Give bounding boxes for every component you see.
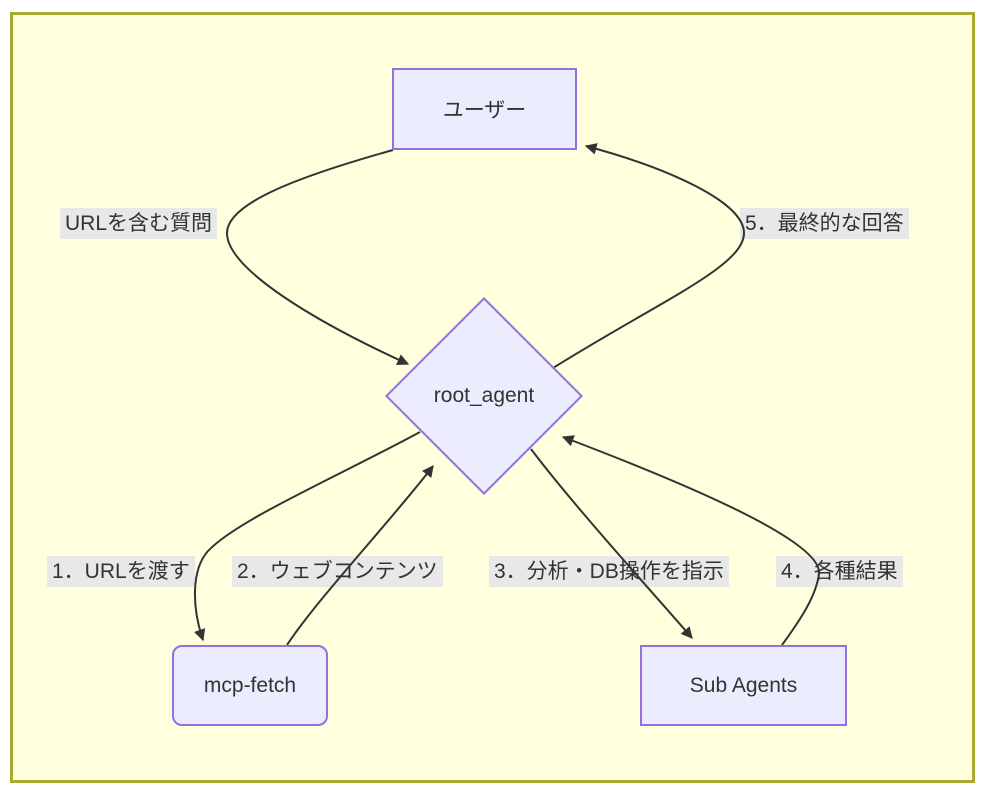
edge-label-1-pass-url: 1．URLを渡す <box>47 556 195 587</box>
edge-label-5-final-answer: 5．最終的な回答 <box>740 208 909 239</box>
node-sub-agents-label: Sub Agents <box>689 673 798 697</box>
edge-label-2-web-content: 2．ウェブコンテンツ <box>232 556 443 587</box>
edge-label-url-question: URLを含む質問 <box>60 208 218 239</box>
node-mcp-fetch: mcp-fetch <box>172 645 328 726</box>
node-user: ユーザー <box>392 68 577 150</box>
node-root-agent-label: root_agent <box>433 384 535 407</box>
node-sub-agents: Sub Agents <box>640 645 847 726</box>
edge-label-3-analyze-db: 3．分析・DB操作を指示 <box>489 556 729 587</box>
node-user-label: ユーザー <box>442 99 527 122</box>
edge-label-4-results: 4．各種結果 <box>776 556 903 587</box>
node-mcp-fetch-label: mcp-fetch <box>203 673 297 697</box>
